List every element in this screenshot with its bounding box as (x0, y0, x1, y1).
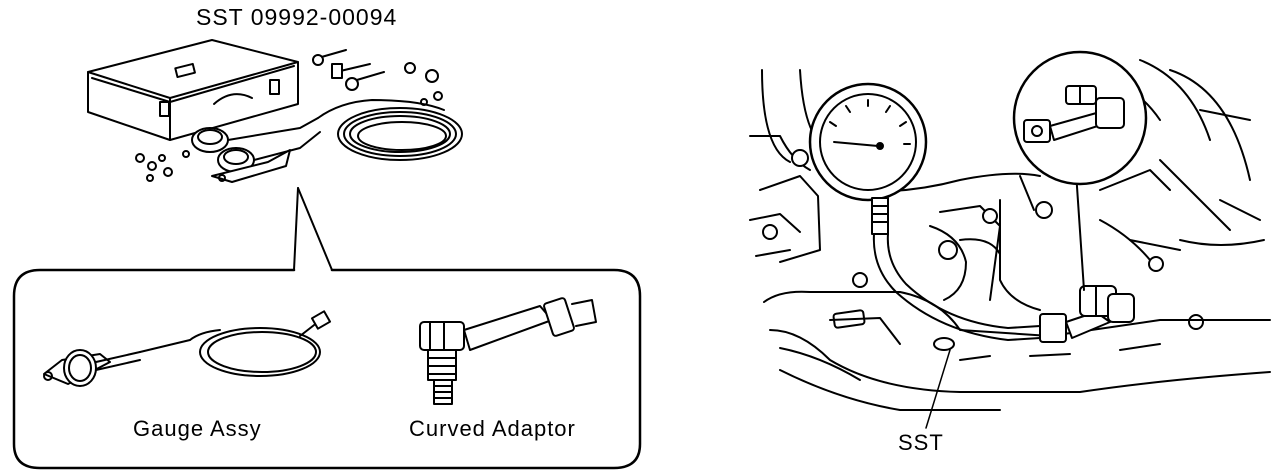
inset-box (12, 268, 642, 470)
sst-leader-line (925, 349, 951, 429)
sst-adaptor-fitting (1039, 285, 1135, 343)
curved-adaptor-label: Curved Adaptor (409, 416, 576, 441)
transmission-oil-pan (763, 290, 1271, 411)
gauge-assy-label: Gauge Assy (133, 416, 262, 441)
sst-label: SST (898, 430, 944, 455)
detail-circle (1012, 50, 1148, 291)
tool-kit-hose-coil (337, 107, 463, 161)
transmission-body (749, 59, 1265, 330)
inset-curved-adaptor (419, 297, 597, 405)
tool-kit-case (87, 39, 299, 141)
kit-title: SST 09992-00094 (196, 4, 398, 30)
callout-pointer (293, 187, 333, 271)
inset-gauge-assy (43, 310, 332, 387)
tool-kit-gauges (191, 99, 445, 183)
sst-hose (872, 233, 1041, 341)
tool-kit-fittings (135, 49, 443, 182)
sst-gauge (808, 82, 928, 235)
